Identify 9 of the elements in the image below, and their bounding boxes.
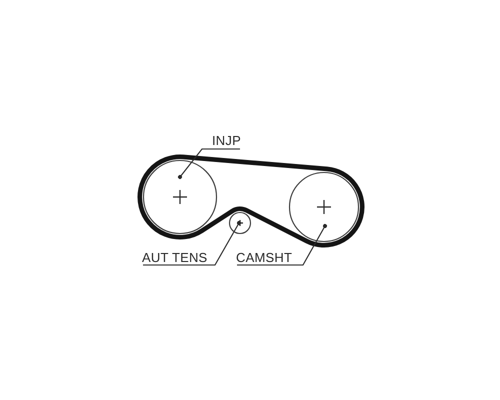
- pulley: [288, 171, 360, 243]
- leader-line: [237, 224, 327, 266]
- leader-line: [143, 221, 241, 266]
- tensioner-pulley: [228, 211, 252, 235]
- part-label: INJP: [212, 134, 241, 148]
- pulley: [142, 159, 218, 235]
- part-label: AUT TENS: [142, 251, 208, 265]
- leader-line: [178, 148, 240, 179]
- part-label: CAMSHT: [236, 251, 292, 265]
